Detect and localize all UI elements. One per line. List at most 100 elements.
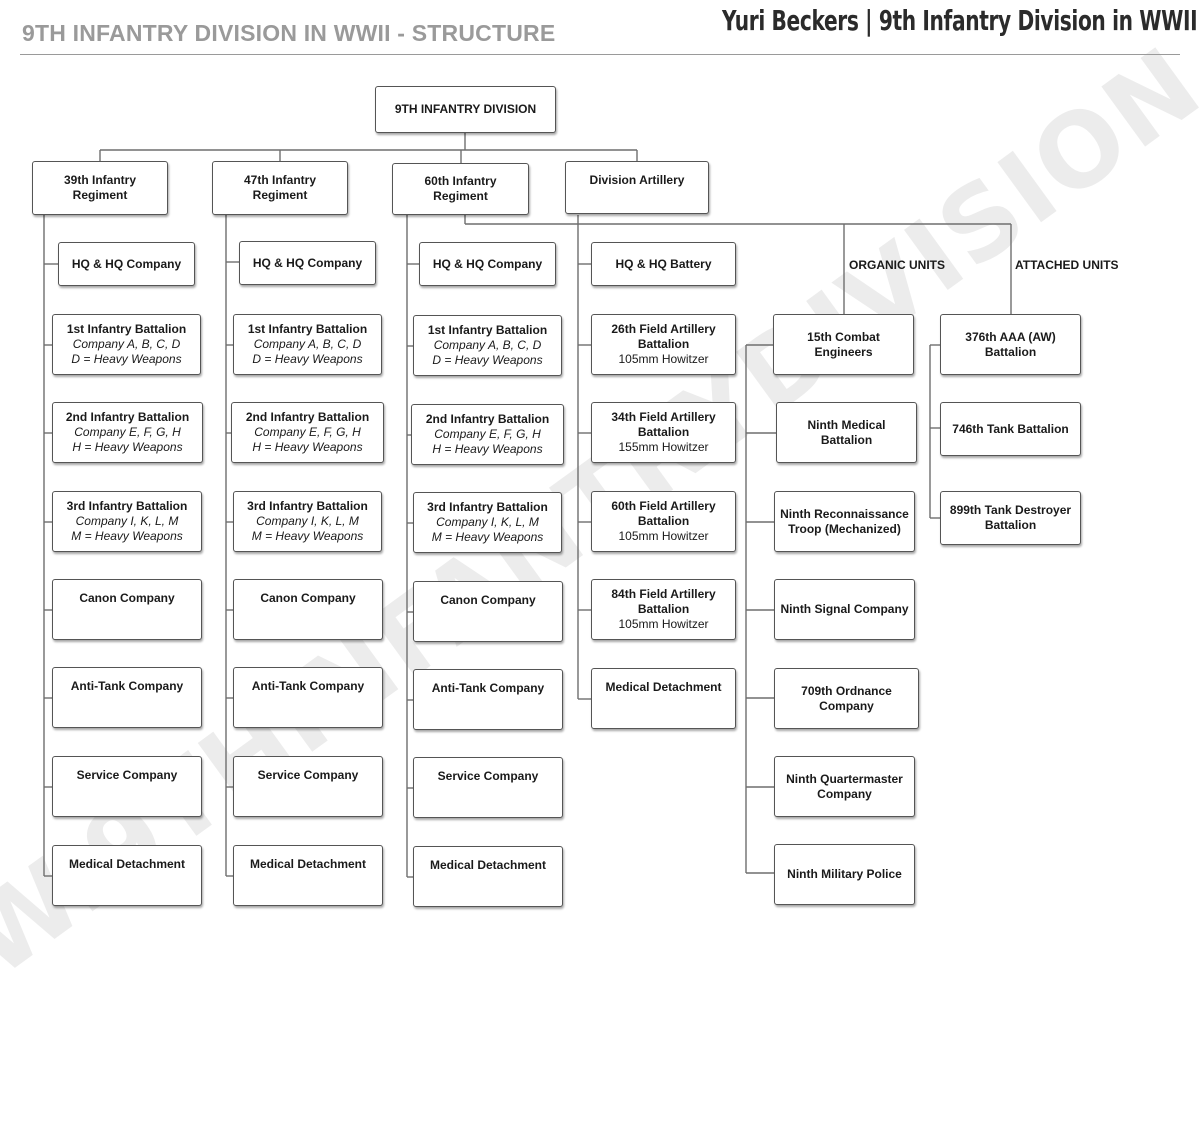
battalion-name: 1st Infantry Battalion [247, 322, 368, 336]
regiment-name: 39th Infantry Regiment [63, 173, 136, 202]
battalion-companies: Company A, B, C, D [433, 338, 542, 352]
service-company-box: Service Company [52, 756, 202, 817]
battalion-name: 3rd Infantry Battalion [66, 499, 188, 513]
organic-unit-box: 15th Combat Engineers [773, 314, 914, 375]
artillery-battalion-box: 84th Field Artillery Battalion 105mm How… [591, 579, 736, 640]
battalion-name: 2nd Infantry Battalion [245, 410, 370, 424]
unit-label: 15th Combat Engineers [807, 329, 880, 359]
hq-company-label: HQ & HQ Company [432, 256, 543, 271]
unit-label: Ninth Medical Battalion [807, 417, 886, 447]
battalion-companies: Company I, K, L, M [256, 514, 359, 528]
organic-unit-box: 709th Ordnance Company [774, 668, 919, 729]
regiment-47-box: 47th Infantry Regiment [212, 161, 348, 215]
anti-tank-company-box: Anti-Tank Company [52, 667, 202, 728]
anti-tank-company-box: Anti-Tank Company [233, 667, 383, 728]
artillery-battalion-box: 26th Field Artillery Battalion 105mm How… [591, 314, 736, 375]
service-company-box: Service Company [413, 757, 563, 818]
battalion-weapons: M = Heavy Weapons [251, 529, 364, 543]
battalion-weapons: H = Heavy Weapons [72, 440, 183, 454]
hq-company-box: HQ & HQ Company [239, 241, 376, 285]
battalion-weapons: M = Heavy Weapons [431, 530, 544, 544]
battalion-weapons: D = Heavy Weapons [252, 352, 363, 366]
battalion-weapons: H = Heavy Weapons [432, 442, 543, 456]
hq-company-box: HQ & HQ Company [58, 242, 195, 286]
organic-unit-box: Ninth Military Police [774, 844, 915, 905]
battalion-companies: Company E, F, G, H [254, 425, 361, 439]
artillery-battalion-name: 26th Field Artillery Battalion [611, 322, 716, 351]
battalion-name: 3rd Infantry Battalion [427, 500, 548, 514]
unit-label: Anti-Tank Company [70, 679, 184, 693]
unit-label: Canon Company [440, 593, 536, 607]
battalion-box: 3rd Infantry Battalion Company I, K, L, … [52, 491, 202, 552]
battalion-box: 1st Infantry Battalion Company A, B, C, … [233, 314, 382, 375]
battalion-name: 2nd Infantry Battalion [425, 412, 550, 426]
division-artillery-box: Division Artillery [565, 161, 709, 214]
battalion-weapons: D = Heavy Weapons [432, 353, 543, 367]
artillery-name: Division Artillery [589, 173, 685, 187]
battalion-weapons: M = Heavy Weapons [71, 529, 183, 543]
battalion-box: 2nd Infantry Battalion Company E, F, G, … [231, 402, 384, 463]
artillery-battalion-gun: 105mm Howitzer [618, 529, 709, 543]
unit-label: Ninth Military Police [787, 867, 902, 881]
battalion-box: 3rd Infantry Battalion Company I, K, L, … [233, 491, 382, 552]
unit-label: Ninth Quartermaster Company [786, 771, 903, 801]
battalion-box: 1st Infantry Battalion Company A, B, C, … [413, 315, 562, 376]
attached-unit-box: 899th Tank Destroyer Battalion [940, 491, 1081, 545]
hq-company-box: HQ & HQ Company [419, 242, 556, 286]
battalion-weapons: H = Heavy Weapons [252, 440, 363, 454]
page-title: 9TH INFANTRY DIVISION IN WWII - STRUCTUR… [22, 20, 556, 46]
battalion-box: 2nd Infantry Battalion Company E, F, G, … [52, 402, 203, 463]
unit-label: Medical Detachment [429, 858, 547, 872]
organic-units-label: ORGANIC UNITS [849, 258, 945, 272]
artillery-battalion-gun: 105mm Howitzer [618, 352, 709, 366]
artillery-medical-box: Medical Detachment [591, 668, 736, 729]
unit-label: Medical Detachment [68, 857, 186, 871]
unit-label: Service Company [257, 768, 359, 782]
unit-label: 746th Tank Battalion [952, 421, 1069, 436]
organic-unit-box: Ninth Quartermaster Company [774, 756, 915, 817]
battalion-companies: Company I, K, L, M [436, 515, 539, 529]
unit-label: Medical Detachment [249, 857, 367, 871]
unit-label: Canon Company [260, 591, 356, 605]
organic-unit-box: Ninth Signal Company [774, 579, 915, 640]
battalion-name: 3rd Infantry Battalion [247, 499, 368, 513]
hq-battery-box: HQ & HQ Battery [591, 242, 736, 286]
unit-label: Ninth Signal Company [780, 602, 909, 616]
medical-detachment-box: Medical Detachment [52, 845, 202, 906]
battalion-box: 1st Infantry Battalion Company A, B, C, … [52, 314, 201, 375]
battalion-companies: Company E, F, G, H [74, 425, 181, 439]
unit-label: 899th Tank Destroyer Battalion [949, 503, 1072, 532]
battalion-companies: Company E, F, G, H [434, 427, 541, 441]
service-company-box: Service Company [233, 756, 383, 817]
artillery-battalion-name: 84th Field Artillery Battalion [611, 587, 716, 616]
unit-label: 709th Ordnance Company [801, 683, 892, 713]
artillery-battalion-box: 60th Field Artillery Battalion 105mm How… [591, 491, 736, 552]
battalion-companies: Company A, B, C, D [253, 337, 362, 351]
hq-battery-label: HQ & HQ Battery [615, 256, 712, 271]
attached-unit-box: 376th AAA (AW) Battalion [940, 314, 1081, 375]
battalion-weapons: D = Heavy Weapons [71, 352, 182, 366]
unit-label: Medical Detachment [605, 680, 722, 694]
medical-detachment-box: Medical Detachment [413, 846, 563, 907]
battalion-name: 1st Infantry Battalion [427, 323, 548, 337]
anti-tank-company-box: Anti-Tank Company [413, 669, 563, 730]
hq-company-label: HQ & HQ Company [252, 255, 363, 270]
attached-units-label: ATTACHED UNITS [1015, 258, 1119, 272]
hq-company-label: HQ & HQ Company [71, 256, 182, 271]
unit-label: Canon Company [79, 591, 175, 605]
artillery-battalion-gun: 105mm Howitzer [618, 617, 709, 631]
regiment-39-box: 39th Infantry Regiment [32, 161, 168, 215]
battalion-companies: Company A, B, C, D [72, 337, 181, 351]
canon-company-box: Canon Company [413, 581, 563, 642]
division-name: 9TH INFANTRY DIVISION [394, 102, 537, 116]
battalion-name: 2nd Infantry Battalion [65, 410, 190, 424]
canon-company-box: Canon Company [233, 579, 383, 640]
unit-label: Anti-Tank Company [431, 681, 545, 695]
header-divider [20, 54, 1180, 55]
unit-label: Anti-Tank Company [251, 679, 365, 693]
unit-label: Service Company [437, 769, 539, 783]
battalion-box: 3rd Infantry Battalion Company I, K, L, … [413, 492, 562, 553]
artillery-battalion-box: 34th Field Artillery Battalion 155mm How… [591, 402, 736, 463]
battalion-name: 1st Infantry Battalion [66, 322, 187, 336]
medical-detachment-box: Medical Detachment [233, 845, 383, 906]
